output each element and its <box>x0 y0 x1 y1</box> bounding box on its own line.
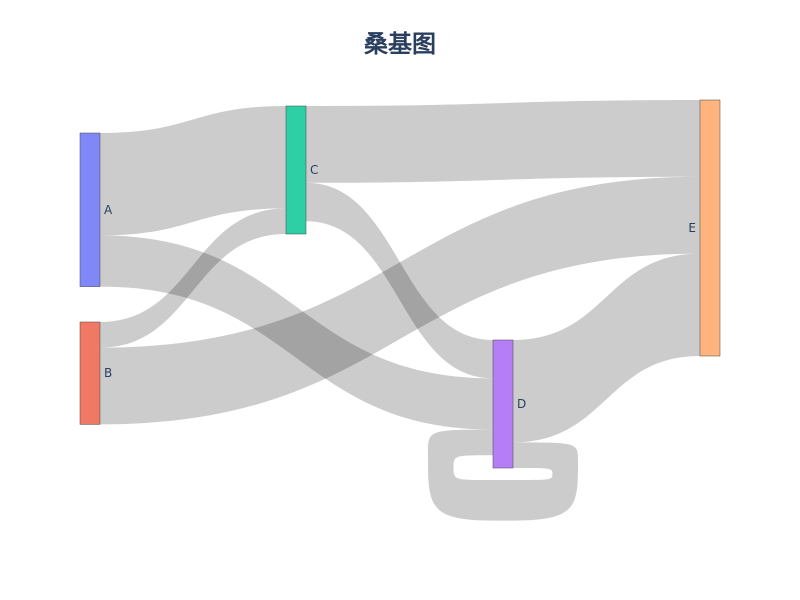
link-b-to-e[interactable] <box>100 176 700 425</box>
link-a-to-c[interactable] <box>100 106 286 236</box>
nodes-layer: A B C D E <box>79 99 721 469</box>
links-layer <box>100 100 700 521</box>
node-label-b: B <box>104 366 112 380</box>
link-c-to-d[interactable] <box>306 182 493 379</box>
node-label-d: D <box>517 397 526 411</box>
node-label-c: C <box>310 163 318 177</box>
node-e[interactable] <box>699 99 721 357</box>
node-label-a: A <box>104 203 113 217</box>
link-d-to-e[interactable] <box>513 253 700 443</box>
node-b[interactable] <box>79 321 101 425</box>
link-c-to-e[interactable] <box>306 100 700 183</box>
link-d-to-d[interactable] <box>428 429 578 521</box>
chart-title: 桑基图 <box>364 30 436 58</box>
node-d[interactable] <box>492 339 514 469</box>
link-b-to-c[interactable] <box>100 208 286 348</box>
node-a[interactable] <box>79 132 101 287</box>
node-c[interactable] <box>285 105 307 235</box>
node-label-e: E <box>688 221 696 235</box>
link-a-to-d[interactable] <box>100 235 493 430</box>
